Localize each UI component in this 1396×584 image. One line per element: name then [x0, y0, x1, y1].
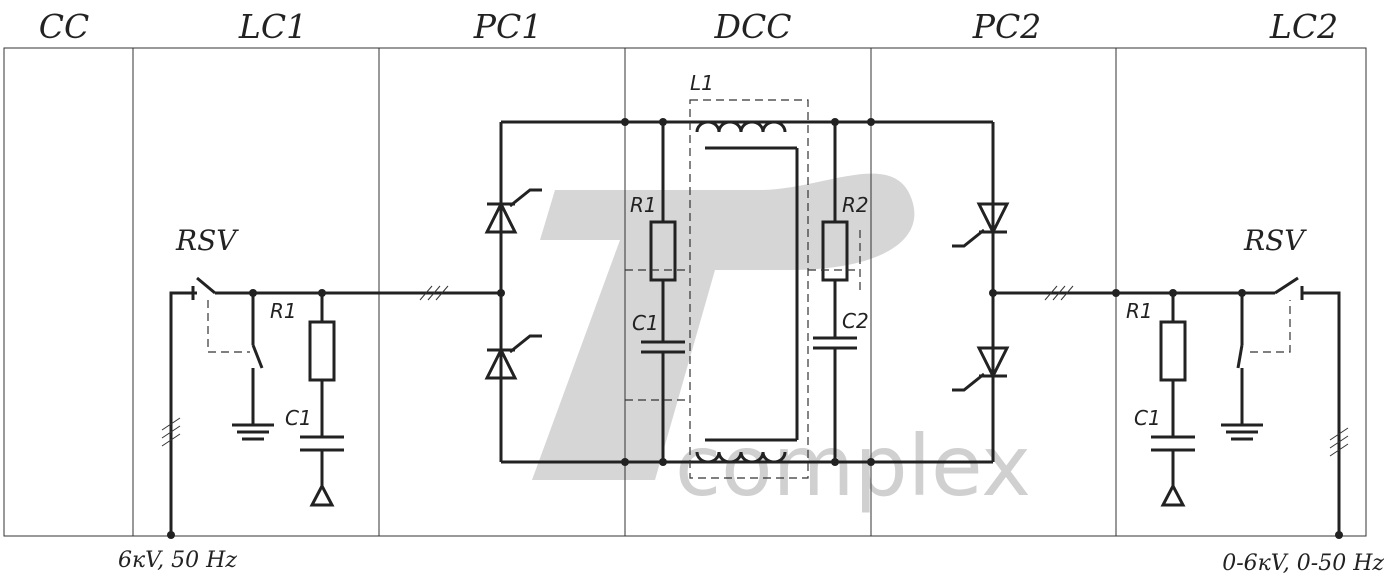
lc1-c-label: C1: [285, 406, 312, 430]
section-frame: [3, 47, 1367, 537]
dcc-c1-label: C1: [632, 311, 659, 335]
bus-mark-right: [1044, 285, 1074, 301]
watermark-logo: complex: [532, 173, 1031, 515]
watermark-word: complex: [675, 417, 1031, 515]
input-line: [161, 286, 197, 539]
dcc-r1-label: R1: [630, 193, 657, 217]
input-voltage-label: 6кV, 50 Hz: [118, 548, 237, 573]
output-voltage-label: 0-6кV, 0-50 Hz: [1222, 551, 1384, 576]
rsv-switch-right: [1221, 276, 1304, 441]
rsv-label-right: RSV: [1243, 224, 1307, 257]
dcc-c2-label: C2: [842, 309, 869, 333]
bus-mark-left: [419, 285, 449, 301]
dcc-l1-label: L1: [690, 71, 714, 95]
section-title-dcc: DCC: [714, 7, 792, 46]
lc2-c-label: C1: [1134, 406, 1161, 430]
dcc-r2-label: R2: [842, 193, 869, 217]
output-line: [1302, 291, 1349, 539]
rsv-switch-left: [196, 276, 501, 441]
section-title-pc1: PC1: [473, 7, 542, 46]
section-title-lc1: LC1: [238, 7, 307, 46]
section-title-lc2: LC2: [1269, 7, 1338, 46]
rsv-label-left: RSV: [175, 224, 239, 257]
lc2-r-label: R1: [1126, 299, 1153, 323]
section-title-cc: CC: [39, 7, 90, 46]
dcc-circuit: [621, 99, 875, 479]
lc1-rc-branch: [300, 293, 344, 507]
section-titles: CC LC1 PC1 DCC PC2 LC2: [39, 7, 1338, 46]
section-title-pc2: PC2: [972, 7, 1041, 46]
lc1-r-label: R1: [270, 299, 297, 323]
lc2-rc-branch: [1112, 289, 1195, 507]
